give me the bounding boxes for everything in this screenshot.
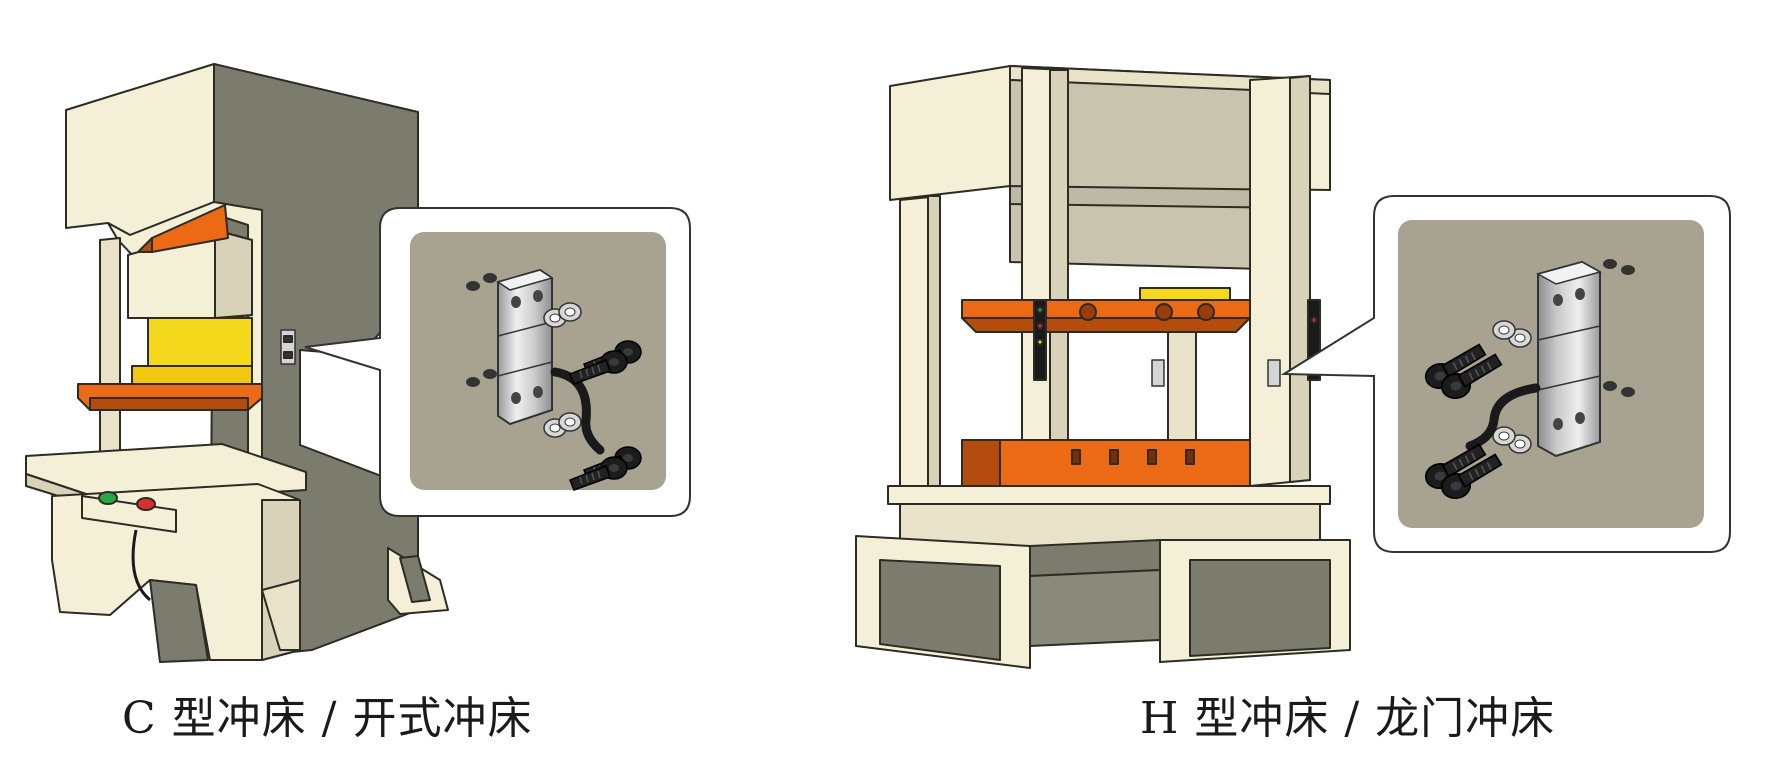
c-sensor-callout <box>304 207 691 517</box>
h-sensor-callout <box>1280 195 1731 553</box>
c-frame-press-icon <box>25 63 449 663</box>
cable-icon <box>1465 383 1541 451</box>
h-type-press-caption: H 型冲床 / 龙门冲床 <box>1140 693 1556 744</box>
h-frame-press-icon <box>855 65 1351 669</box>
sensor-mount-icon <box>1420 259 1635 502</box>
c-type-press-caption: C 型冲床 / 开式冲床 <box>122 693 533 744</box>
sensor-mount-icon <box>466 268 642 491</box>
